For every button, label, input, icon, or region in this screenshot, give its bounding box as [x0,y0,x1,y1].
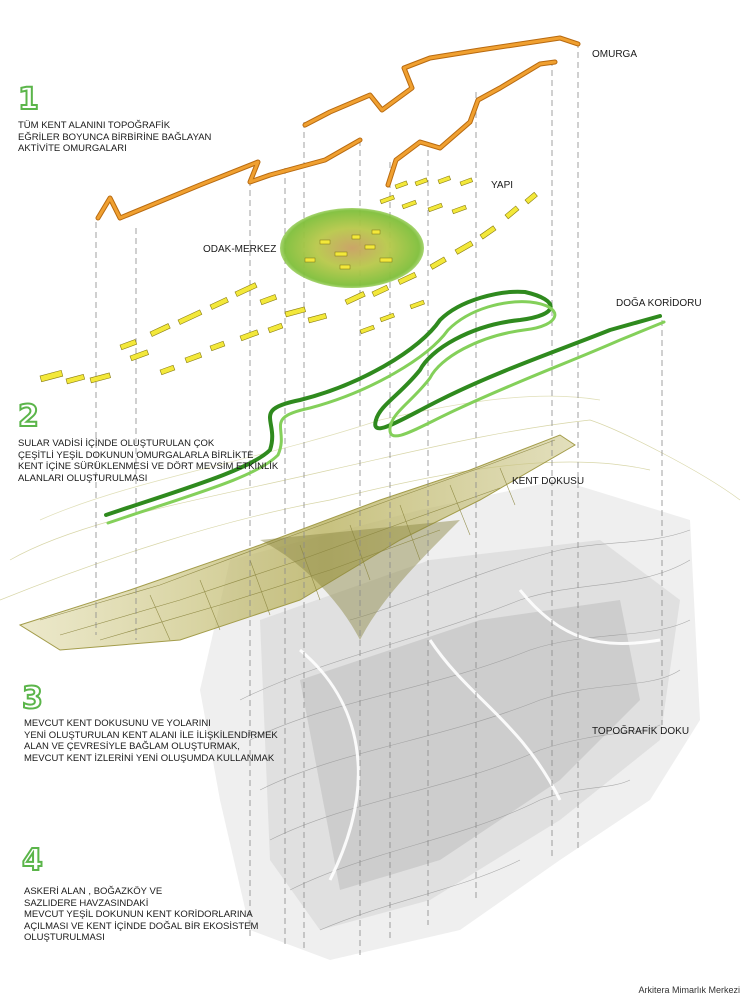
step-3-description: MEVCUT KENT DOKUSUNU VE YOLARINI YENİ OL… [24,718,278,764]
step-4-line: SAZLIDERE HAVZASINDAKİ [24,897,149,909]
step-4-line: AÇILMASI VE KENT İÇİNDE DOĞAL BİR EKOSİS… [24,920,259,932]
step-3-line: ALAN VE ÇEVRESİYLE BAĞLAM OLUŞTURMAK, [24,741,240,752]
building-blocks [39,175,538,385]
label-odak-merkez: ODAK-MERKEZ [203,244,277,255]
label-topografik-doku: TOPOĞRAFİK DOKU [592,726,690,737]
step-4-line: MEVCUT YEŞİL DOKUNUN KENT KORİDORLARINA [24,909,253,920]
step-2-description: SULAR VADİSİ İÇİNDE OLUŞTURULAN ÇOK ÇEŞİ… [18,438,278,484]
step-3-line: MEVCUT KENT DOKUSUNU VE YOLARINI [24,718,211,729]
credit-text: Arkitera Mimarlık Merkezi [634,984,744,996]
step-1-description: TÜM KENT ALANINI TOPOĞRAFİK EĞRİLER BOYU… [18,120,211,155]
step-2-line: ALANLARI OLUŞTURULMASI [18,472,148,484]
step-1-number: 1 [17,82,40,117]
focus-center [280,208,424,288]
step-3-line: MEVCUT KENT İZLERİNİ YENİ OLUŞUMDA KULLA… [24,752,275,764]
step-3-number: 3 [21,681,44,716]
label-omurga: OMURGA [592,49,637,60]
label-yapi: YAPI [491,180,514,191]
nature-corridor-layer [104,289,666,525]
step-1-line: TÜM KENT ALANINI TOPOĞRAFİK [18,120,171,131]
activity-spines [95,35,581,221]
label-doga-koridoru: DOĞA KORİDORU [616,298,702,309]
step-2-line: SULAR VADİSİ İÇİNDE OLUŞTURULAN ÇOK [18,438,215,449]
step-4-description: ASKERİ ALAN , BOĞAZKÖY VE SAZLIDERE HAVZ… [24,886,258,944]
step-2-line: ÇEŞİTLİ YEŞİL DOKUNUN OMURGALARLA BİRLİK… [18,449,254,461]
step-2-number: 2 [17,399,40,434]
step-1-line: EĞRİLER BOYUNCA BİRBİRİNE BAĞLAYAN [18,131,212,143]
label-kent-dokusu: KENT DOKUSU [512,476,585,487]
step-4-number: 4 [21,843,44,878]
topographic-layer [200,480,700,960]
step-1-line: AKTİVİTE OMURGALARI [18,143,127,154]
step-4-line: OLUŞTURULMASI [24,932,105,943]
step-2-line: KENT İÇİNE SÜRÜKLENMESİ VE DÖRT MEVSİM E… [18,461,279,472]
step-3-line: YENİ OLUŞTURULAN KENT ALANI İLE İLİŞKİLE… [24,729,278,741]
step-4-line: ASKERİ ALAN , BOĞAZKÖY VE [24,886,163,897]
